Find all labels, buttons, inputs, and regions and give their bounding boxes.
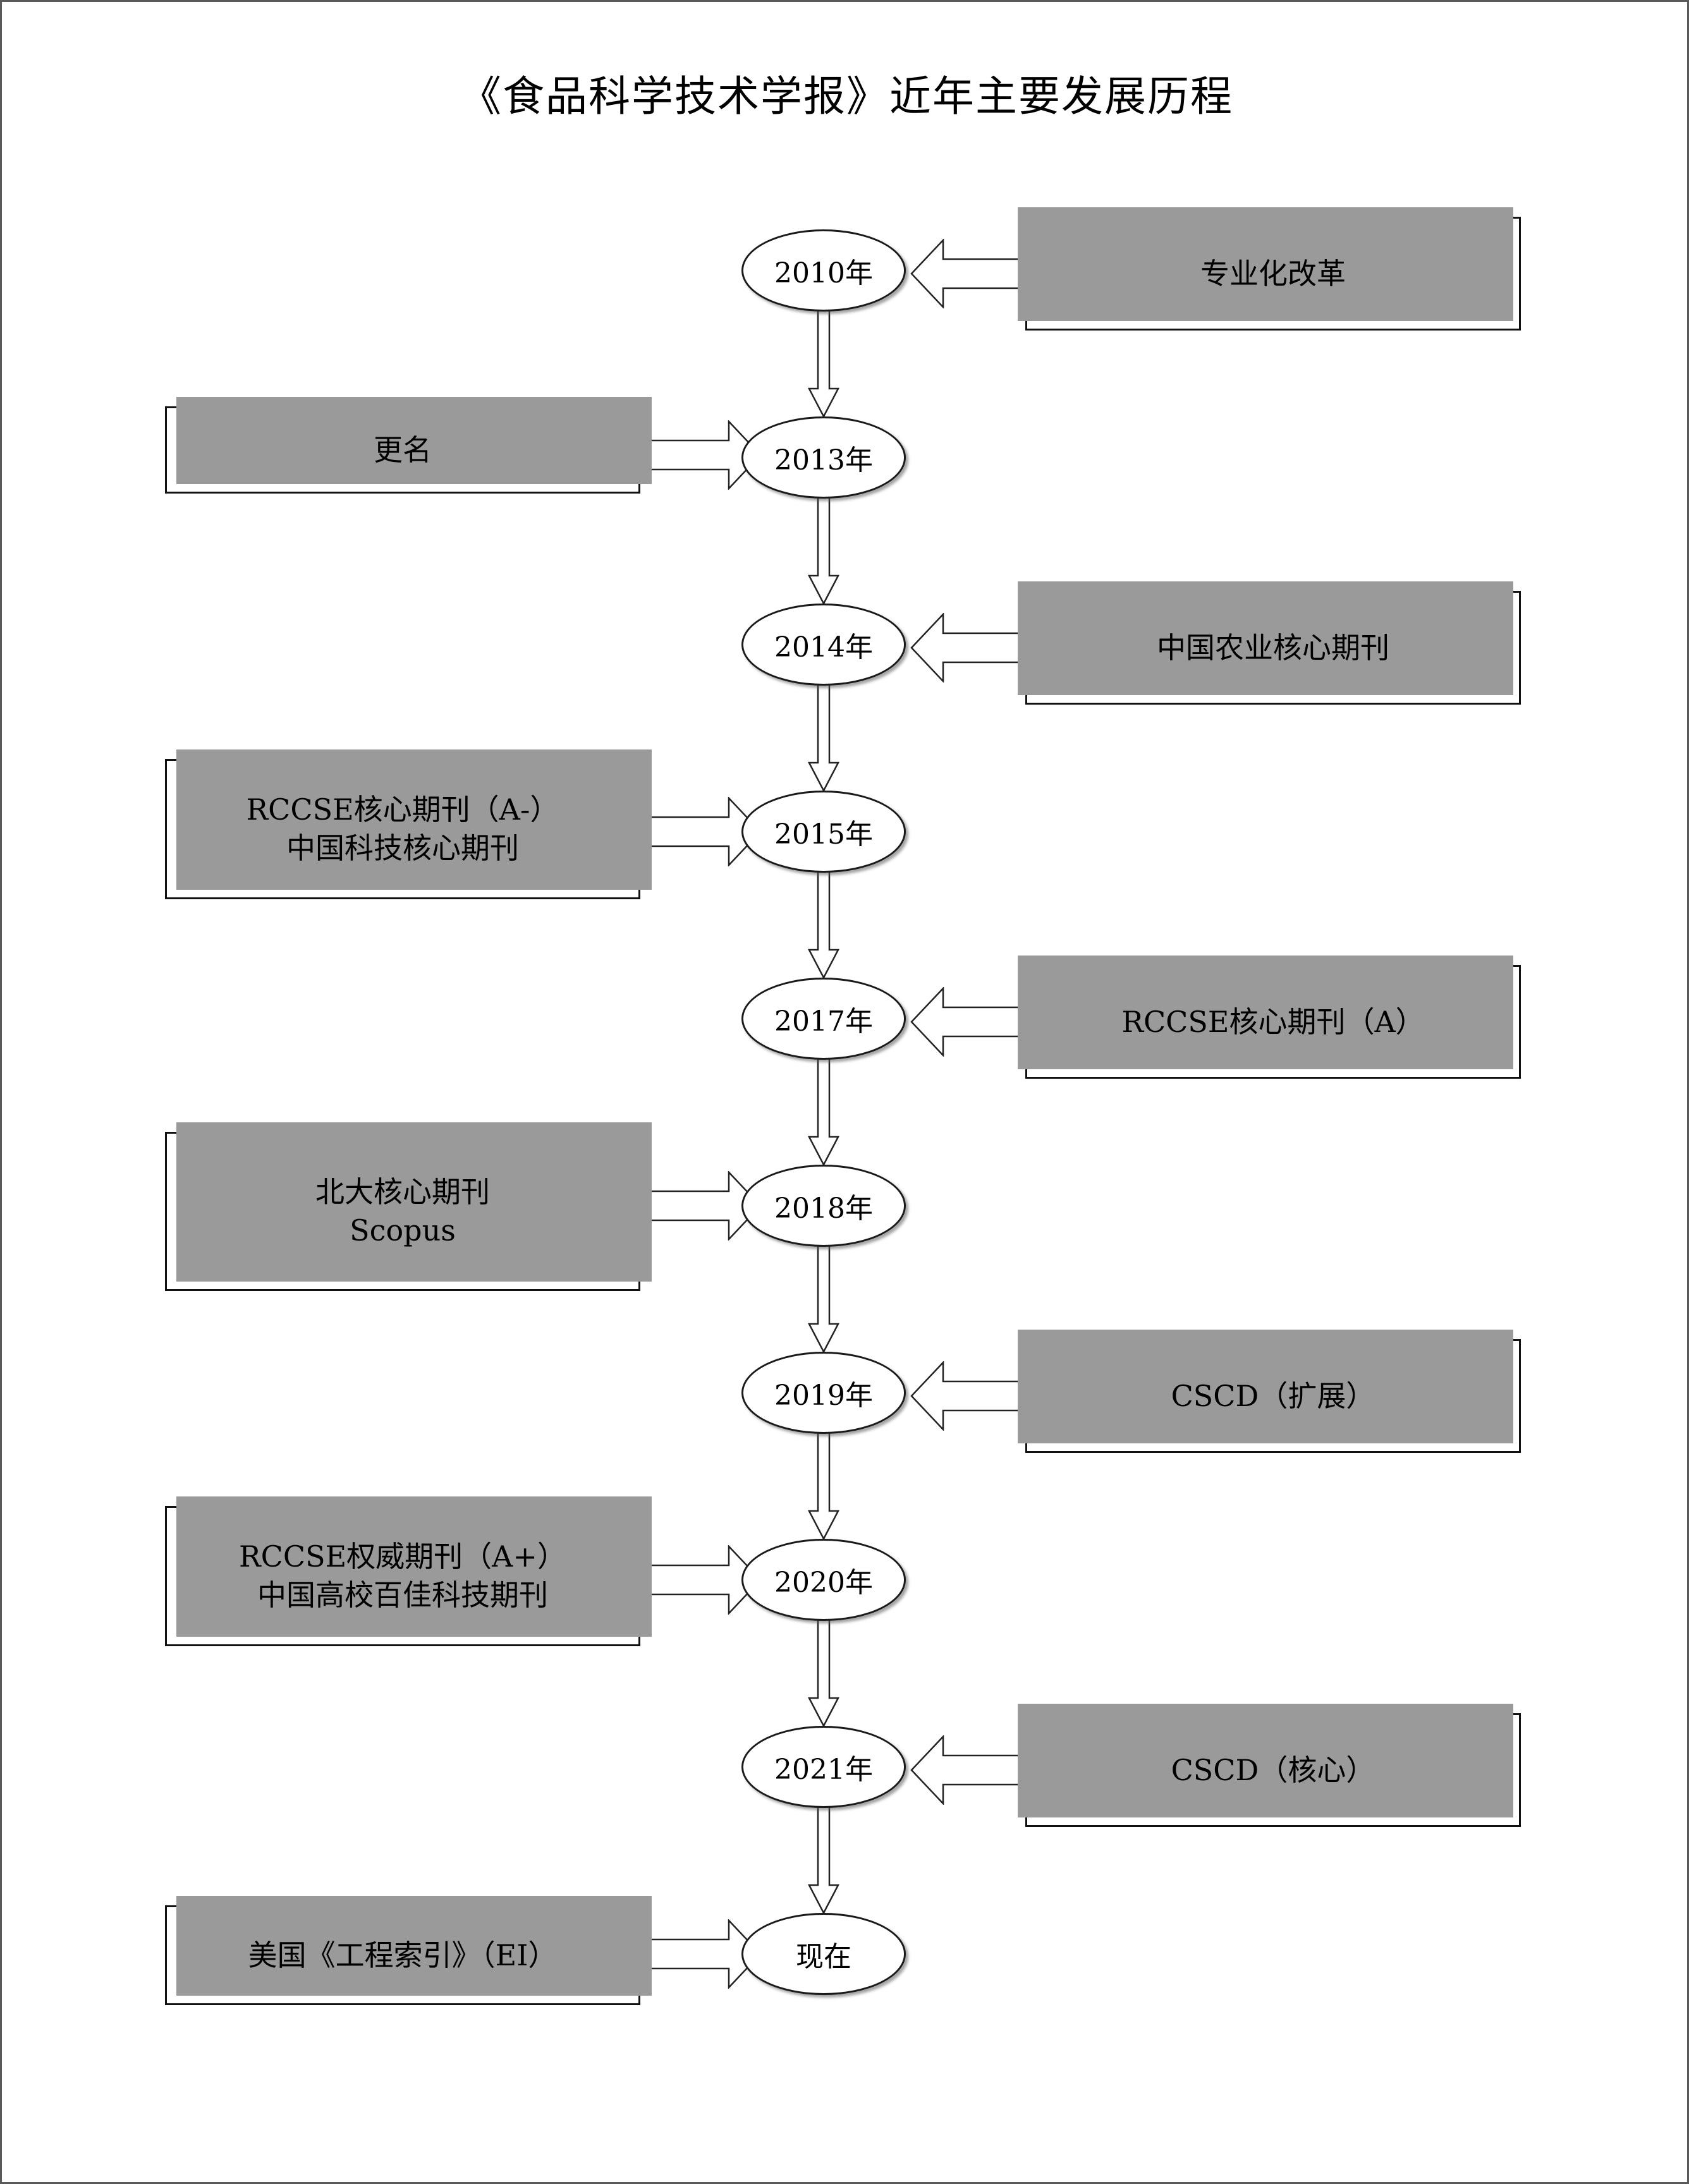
- flow-arrow-2021-now: [806, 1804, 841, 1915]
- card-line: CSCD（扩展）: [1171, 1378, 1375, 1413]
- card-line: 美国《工程索引》（EI）: [248, 1938, 558, 1972]
- node-label: 2017年: [774, 1005, 873, 1038]
- card-shadow: [176, 1496, 652, 1637]
- node-label: 现在: [796, 1941, 851, 1973]
- card-shadow: [1018, 581, 1513, 695]
- flow-arrow-2014-2015: [806, 682, 841, 793]
- card-rccse-a-plus: RCCSE权威期刊（A+） 中国高校百佳科技期刊: [165, 1496, 652, 1646]
- card-cscd-core: CSCD（核心）: [1018, 1704, 1521, 1827]
- node-2017: 2017年: [741, 978, 906, 1060]
- card-line: RCCSE核心期刊（A）: [1121, 1004, 1425, 1039]
- card-shadow: [1018, 1330, 1513, 1443]
- card-shadow: [1018, 207, 1513, 321]
- node-label: 2014年: [774, 631, 873, 664]
- node-2020: 2020年: [741, 1539, 906, 1621]
- node-label: 2021年: [774, 1754, 873, 1786]
- node-label: 2019年: [774, 1380, 873, 1412]
- node-label: 2018年: [774, 1192, 873, 1225]
- flow-arrow-2010-2013: [806, 308, 841, 419]
- node-2013: 2013年: [741, 416, 906, 499]
- node-2015: 2015年: [741, 791, 906, 873]
- card-line: 中国高校百佳科技期刊: [257, 1578, 548, 1612]
- card-pku-scopus: 北大核心期刊 Scopus: [165, 1122, 652, 1291]
- card-shadow: [176, 1896, 652, 1996]
- card-rccse-a: RCCSE核心期刊（A）: [1018, 956, 1521, 1079]
- node-label: 2020年: [774, 1567, 873, 1599]
- connector-arrow-reform: [910, 239, 1030, 308]
- card-shadow: [176, 397, 652, 484]
- card-line: 专业化改革: [1200, 256, 1346, 291]
- card-ei: 美国《工程索引》（EI）: [165, 1896, 652, 2005]
- node-label: 2010年: [774, 257, 873, 289]
- connector-arrow-cscd-core: [910, 1735, 1030, 1805]
- connector-arrow-rccse-a: [910, 987, 1030, 1057]
- flow-arrow-2018-2019: [806, 1243, 841, 1354]
- page-title: 《食品科学技术学报》近年主要发展历程: [460, 72, 1233, 121]
- card-reform: 专业化改革: [1018, 207, 1521, 331]
- connector-arrow-cscd-ext: [910, 1361, 1030, 1431]
- flow-arrow-2017-2018: [806, 1056, 841, 1167]
- card-line: CSCD（核心）: [1171, 1752, 1375, 1787]
- node-2019: 2019年: [741, 1352, 906, 1434]
- node-label: 2013年: [774, 444, 873, 476]
- node-now: 现在: [741, 1913, 906, 1995]
- flow-arrow-2015-2017: [806, 869, 841, 980]
- card-line: 中国农业核心期刊: [1157, 630, 1389, 665]
- node-2018: 2018年: [741, 1165, 906, 1247]
- node-2021: 2021年: [741, 1726, 906, 1808]
- card-line: 北大核心期刊: [315, 1175, 490, 1210]
- node-label: 2015年: [774, 818, 873, 851]
- card-rccse-a-minus: RCCSE核心期刊（A-） 中国科技核心期刊: [165, 749, 652, 899]
- card-shadow: [1018, 956, 1513, 1069]
- card-shadow: [176, 749, 652, 890]
- card-agri-core: 中国农业核心期刊: [1018, 581, 1521, 705]
- card-shadow: [176, 1122, 652, 1282]
- card-line: 更名: [374, 432, 432, 467]
- node-2014: 2014年: [741, 604, 906, 686]
- connector-arrow-agri-core: [910, 613, 1030, 682]
- card-line: Scopus: [350, 1213, 456, 1247]
- card-line: RCCSE权威期刊（A+）: [239, 1539, 566, 1574]
- flow-arrow-2013-2014: [806, 495, 841, 606]
- node-2010: 2010年: [741, 229, 906, 312]
- card-shadow: [1018, 1704, 1513, 1817]
- card-line: 中国科技核心期刊: [286, 831, 519, 865]
- card-rename: 更名: [165, 397, 652, 494]
- flow-arrow-2020-2021: [806, 1617, 841, 1728]
- card-cscd-ext: CSCD（扩展）: [1018, 1330, 1521, 1453]
- card-line: RCCSE核心期刊（A-）: [246, 792, 559, 827]
- flow-arrow-2019-2020: [806, 1430, 841, 1541]
